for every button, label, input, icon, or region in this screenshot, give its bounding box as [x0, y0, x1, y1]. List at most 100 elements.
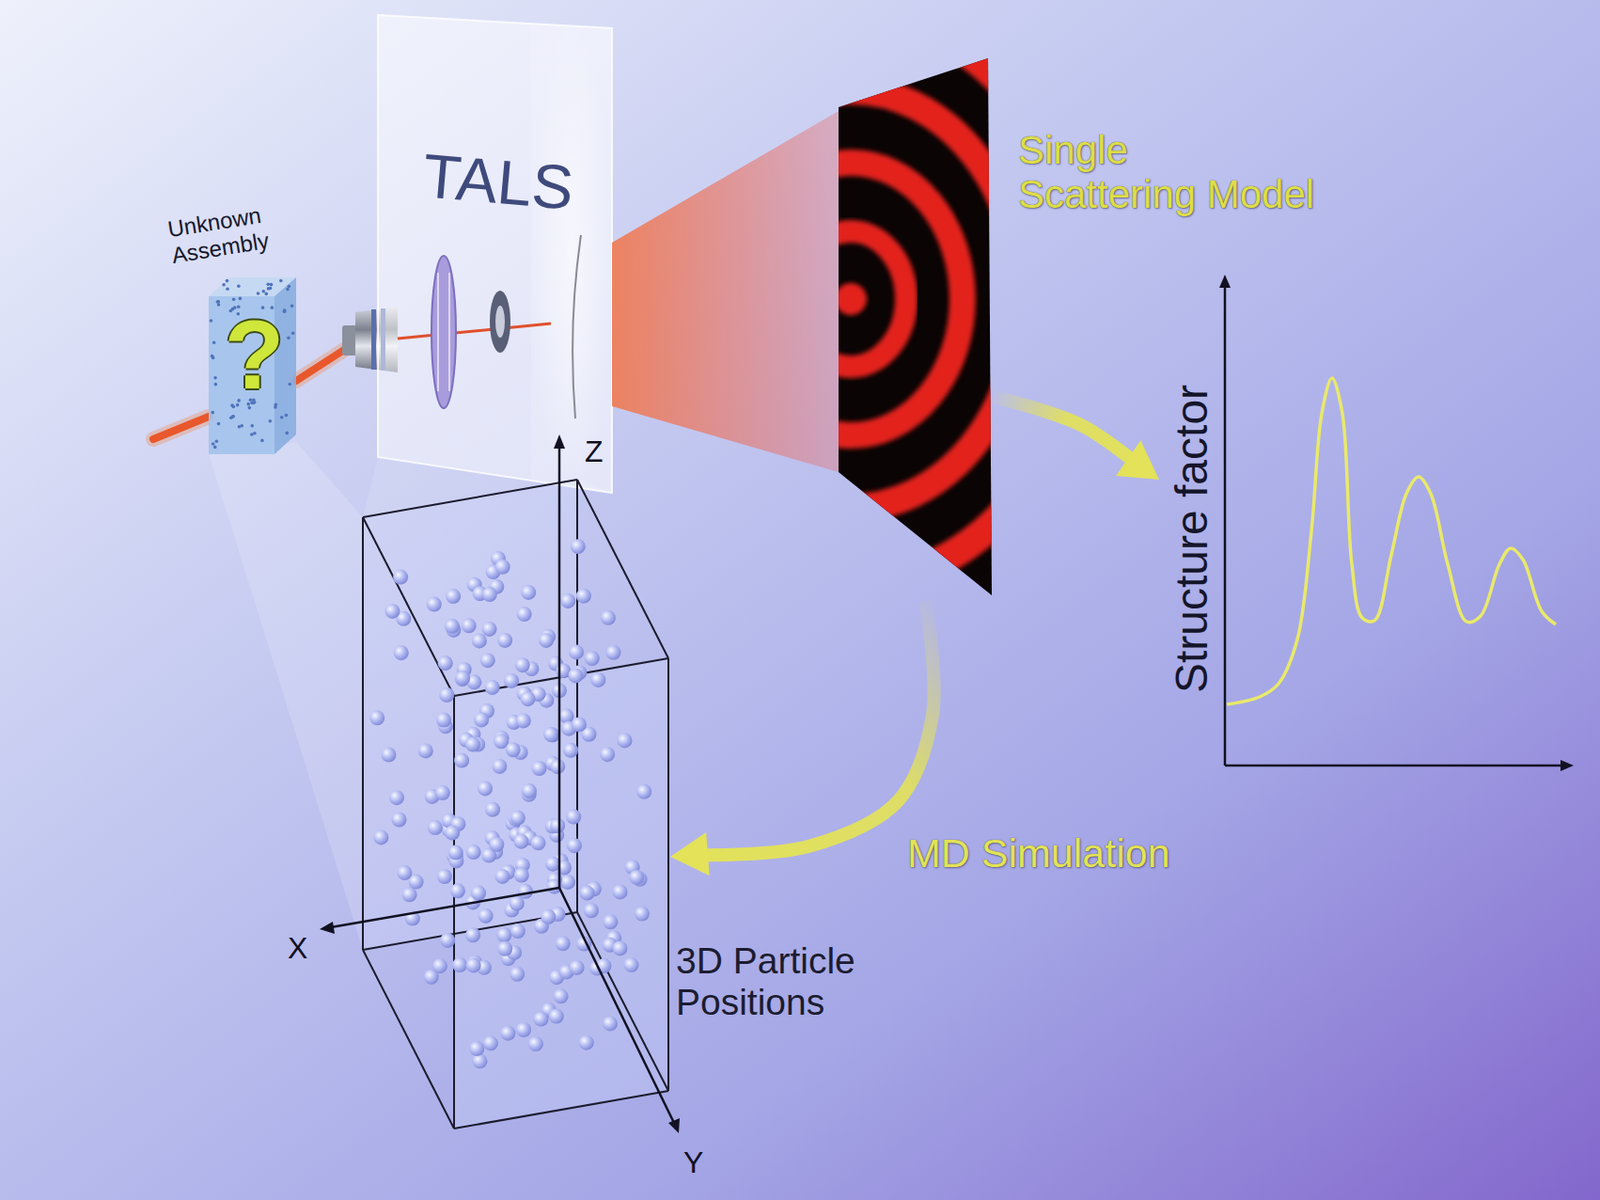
particle [612, 883, 628, 899]
arrow-head [1115, 439, 1160, 480]
axis-head [319, 921, 335, 934]
box-caption: 3D Particle Positions [675, 940, 902, 1022]
plot-axes [1219, 274, 1574, 771]
particle [510, 810, 526, 826]
particle [497, 632, 513, 648]
particle [391, 811, 407, 827]
particle [567, 667, 583, 683]
sample-dot [238, 297, 243, 301]
laser-beam [153, 416, 209, 440]
scattering-pattern: Single Scattering Model [838, 58, 992, 596]
tals-glow [531, 24, 612, 493]
polarizer [431, 255, 456, 408]
particle [509, 966, 525, 982]
sample-dot [267, 419, 272, 424]
particle [471, 632, 487, 648]
sample-dot [264, 292, 268, 297]
sample-dot [232, 297, 236, 301]
particle [549, 1008, 565, 1024]
axis-head [1219, 274, 1231, 288]
sample-dot [279, 279, 283, 283]
particle [436, 711, 452, 727]
particle [392, 569, 408, 585]
particle [571, 716, 587, 732]
tals-box-drawing [377, 15, 612, 493]
sample-dot [229, 415, 234, 420]
sample-dot [237, 424, 242, 429]
particle [510, 923, 526, 939]
box-edge [454, 1090, 669, 1129]
pattern-ring [551, 0, 1150, 664]
particle [505, 741, 521, 757]
sample-dot [232, 405, 236, 409]
particle [516, 712, 532, 728]
sample-dot [217, 302, 221, 307]
particle [517, 883, 534, 899]
sample-dot [250, 423, 254, 428]
particle [426, 596, 442, 612]
box-edge [577, 911, 669, 1091]
particle [538, 632, 554, 648]
particle [634, 906, 650, 922]
particle [465, 737, 481, 753]
particle [478, 908, 494, 924]
particle [628, 869, 644, 885]
particle [389, 789, 405, 805]
particle [624, 956, 640, 973]
sample-dot [212, 340, 217, 345]
z-axis [558, 445, 562, 888]
particle [497, 941, 513, 957]
structure-curve-line [1226, 377, 1556, 705]
particle [444, 825, 460, 841]
particle [461, 617, 477, 633]
objective-nose [342, 325, 358, 356]
sample-dot [285, 287, 290, 292]
sample-dot [266, 282, 270, 286]
sample-dot [262, 289, 267, 294]
pattern-ring [617, 15, 1083, 583]
particle [471, 1052, 487, 1068]
particle [500, 1025, 516, 1041]
sample-dot [221, 282, 226, 287]
particle [393, 644, 409, 660]
particle [488, 836, 504, 852]
arrow-shaft [692, 600, 935, 855]
x-axis [1224, 764, 1563, 768]
particle [452, 956, 468, 973]
sample-dot [225, 286, 230, 291]
particle [545, 856, 561, 872]
particle [482, 621, 498, 637]
particle-box: 3D Particle Positions [362, 474, 669, 1133]
particle [559, 707, 575, 723]
sample-dot [235, 403, 240, 408]
particle [495, 559, 511, 575]
box-edge [361, 517, 364, 950]
particle [568, 643, 584, 659]
axis-label: Z [584, 434, 604, 470]
zoom-wedge [208, 441, 363, 950]
particle [521, 783, 537, 799]
model-heading: Single Scattering Model [1018, 127, 1366, 217]
sample-dot [248, 406, 252, 410]
sample-dot [214, 382, 219, 387]
particle [516, 1021, 532, 1037]
particle [454, 752, 470, 769]
light-cone [611, 110, 839, 472]
particle [616, 732, 632, 748]
particle [445, 588, 461, 604]
edge-label: MD Simulation [907, 830, 1171, 877]
particle [514, 866, 530, 882]
particle [606, 644, 622, 660]
particle [540, 909, 556, 925]
particle [543, 726, 559, 742]
pattern-ring [795, 231, 907, 367]
box-edges [362, 479, 669, 1129]
box-edge [362, 949, 455, 1129]
particle [454, 670, 471, 686]
question-mark: ? [208, 305, 300, 404]
axis-title: Structure factor [1165, 369, 1219, 708]
particle [448, 845, 464, 861]
sample-dot [284, 413, 289, 418]
particle [584, 650, 600, 666]
